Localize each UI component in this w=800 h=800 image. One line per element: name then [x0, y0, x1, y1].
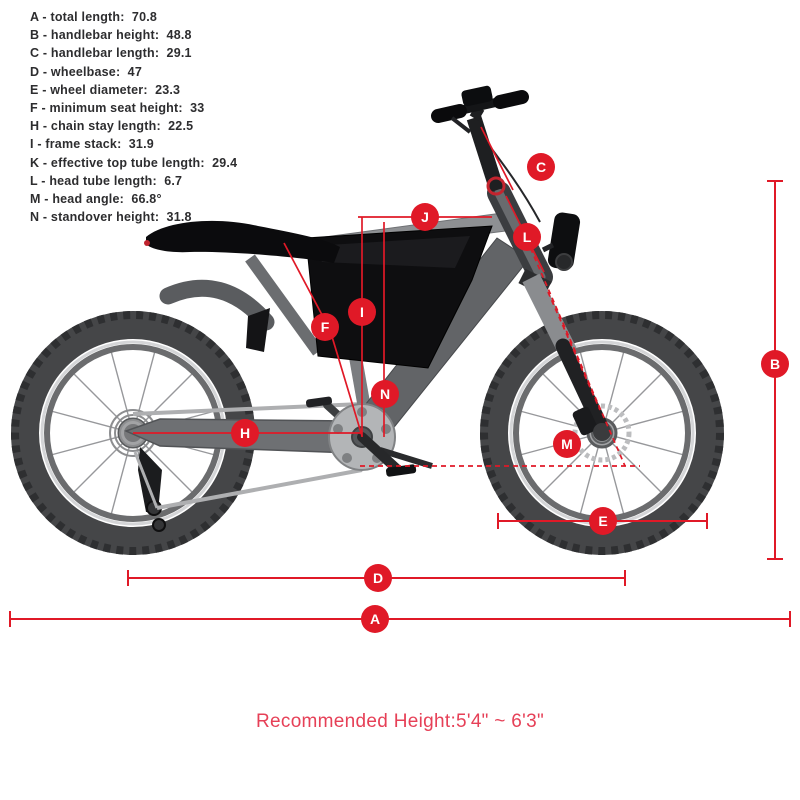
legend-item-i: I - frame stack: 31.9	[30, 137, 154, 152]
kickstand	[379, 447, 433, 469]
legend-item-d: D - wheelbase: 47	[30, 64, 142, 79]
marker-l: L	[513, 223, 541, 251]
dimension-legend: A - total length: 70.8 B - handlebar hei…	[30, 8, 237, 226]
marker-f: F	[311, 313, 339, 341]
legend-item-n: N - standover height: 31.8	[30, 210, 192, 225]
right-grip	[493, 90, 529, 109]
marker-e: E	[589, 507, 617, 535]
legend-item-c: C - handlebar length: 29.1	[30, 46, 192, 61]
legend-item-h: H - chain stay length: 22.5	[30, 119, 194, 134]
marker-a: A	[361, 605, 389, 633]
headlight	[547, 212, 581, 270]
legend-item-m: M - head angle: 66.8°	[30, 191, 162, 206]
legend-item-k: K - effective top tube length: 29.4	[30, 155, 238, 170]
brake-lever	[450, 116, 472, 134]
legend-item-a: A - total length: 70.8	[30, 10, 158, 24]
front-fork	[518, 268, 611, 441]
marker-b: B	[761, 350, 789, 378]
display-pod	[461, 85, 493, 107]
legend-item-e: E - wheel diameter: 23.3	[30, 82, 181, 97]
fork-axis-dashed	[547, 291, 601, 411]
marker-j: J	[411, 203, 439, 231]
marker-m: M	[553, 430, 581, 458]
marker-i: I	[348, 298, 376, 326]
brake-caliper	[572, 406, 598, 436]
marker-n: N	[371, 380, 399, 408]
legend-item-b: B - handlebar height: 48.8	[30, 28, 192, 43]
left-grip	[431, 104, 467, 123]
handlebar-length-line	[480, 126, 514, 191]
crank-arm	[357, 432, 403, 475]
dimension-a-total-length	[9, 611, 791, 627]
marker-c: C	[527, 153, 555, 181]
legend-item-f: F - minimum seat height: 33	[30, 100, 205, 115]
pedal	[385, 464, 417, 477]
headset-spacer	[486, 176, 506, 196]
seat	[144, 220, 340, 263]
rear-fender	[159, 279, 275, 352]
frame	[245, 212, 530, 437]
marker-h: H	[231, 419, 259, 447]
legend-item-l: L - head tube length: 6.7	[30, 173, 183, 188]
marker-d: D	[364, 564, 392, 592]
recommended-height-text: Recommended Height:5'4" ~ 6'3"	[256, 711, 544, 732]
